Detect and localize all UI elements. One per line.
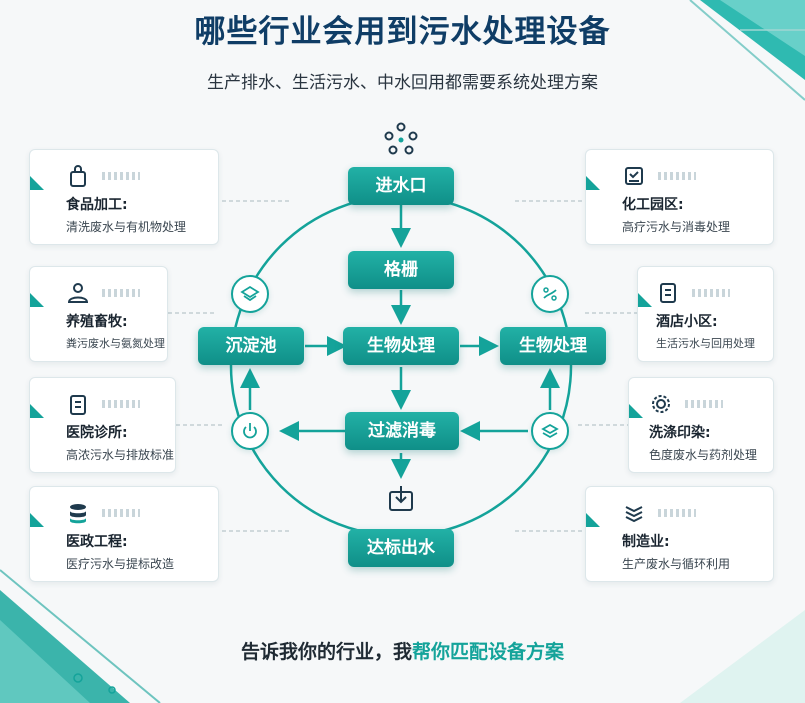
card-title: 制造业: [622,534,670,550]
inbox-check-icon [625,167,643,185]
outlet-node: 达标出水 [348,529,454,567]
farmer-icon [67,283,89,303]
clipboard-icon [70,395,86,415]
grille-node: 格栅 [348,251,454,289]
network-nodes-icon [384,122,418,155]
card-laundry-dyeing: 洗涤印染: 色度废水与药剂处理 [628,377,774,473]
card-desc: 粪污废水与氨氮处理 [66,337,165,350]
lock-bag-icon [70,165,86,187]
bio-molecule-icon [531,275,569,313]
card-desc: 生活污水与回用处理 [656,337,755,350]
sedimentation-icon [231,275,269,313]
page-subtitle: 生产排水、生活污水、中水回用都需要系统处理方案 [207,73,598,93]
footer-highlight: 帮你匹配设备方案 [412,641,565,663]
database-icon [70,504,86,524]
layers-stack-icon [531,412,569,450]
download-tray-icon [389,486,413,511]
bio-right-node: 生物处理 [500,327,606,365]
card-manufacturing: 制造业: 生产废水与循环利用 [585,486,774,582]
footer-prefix: 告诉我你的行业，我 [240,641,412,663]
card-title: 医政工程: [66,534,128,550]
gear-icon [652,395,670,413]
card-desc: 高浓污水与排放标准 [66,448,175,462]
card-desc: 高疗污水与消毒处理 [622,220,731,234]
card-municipal: 医政工程: 医疗污水与提标改造 [29,486,219,582]
layers-chevron-icon [625,506,643,523]
card-desc: 生产废水与循环利用 [622,557,731,571]
card-desc: 医疗污水与提标改造 [66,557,175,571]
card-food-processing: 食品加工: 清洗废水与有机物处理 [29,149,219,245]
card-hospital: 医院诊所: 高浓污水与排放标准 [29,377,176,473]
footer-cta: 告诉我你的行业，我帮你匹配设备方案 [0,637,805,664]
card-title: 食品加工: [66,197,128,213]
card-livestock: 养殖畜牧: 粪污废水与氨氮处理 [29,266,168,362]
page-title: 哪些行业会用到污水处理设备 [194,14,611,50]
document-icon [660,283,676,303]
sediment-node: 沉淀池 [198,327,304,365]
bio-center-node: 生物处理 [343,327,459,365]
card-title: 养殖畜牧: [66,314,128,330]
card-hotel-community: 酒店小区: 生活污水与回用处理 [637,266,774,362]
inlet-node: 进水口 [348,167,454,205]
card-desc: 清洗废水与有机物处理 [66,220,187,234]
card-title: 洗涤印染: [649,425,711,441]
card-title: 化工园区: [622,197,684,213]
card-title: 酒店小区: [656,314,718,330]
card-chemical-park: 化工园区: 高疗污水与消毒处理 [585,149,774,245]
power-filter-icon [231,412,269,450]
card-desc: 色度废水与药剂处理 [649,448,758,462]
card-title: 医院诊所: [66,425,128,441]
filter-node: 过滤消毒 [345,412,459,450]
